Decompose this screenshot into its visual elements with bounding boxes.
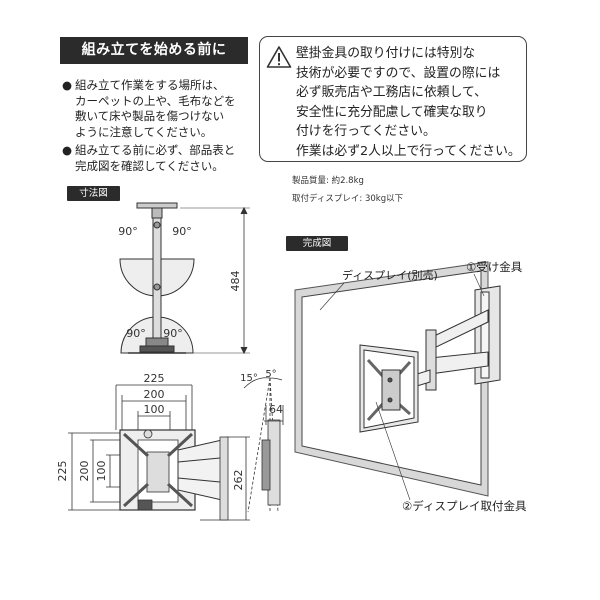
notes-list: ● 組み立て作業をする場所は、 カーペットの上や、毛布などを 敷いて床や製品を傷… [62, 78, 262, 177]
note-item: ● 組み立て作業をする場所は、 カーペットの上や、毛布などを 敷いて床や製品を傷… [62, 78, 262, 140]
bullet-icon: ● [62, 143, 73, 157]
part1-label: ①受け金具 [466, 260, 523, 274]
assembly-label: 完成図 [286, 236, 348, 251]
dimension-label: 寸法図 [67, 186, 120, 201]
note-text: 組み立て作業をする場所は、 カーペットの上や、毛布などを 敷いて床や製品を傷つけ… [75, 78, 236, 139]
display-label: ディスプレイ(別売) [342, 268, 438, 282]
angle-label: 90° [118, 225, 138, 238]
note-item: ● 組み立てる前に必ず、部品表と 完成図を確認してください。 [62, 143, 262, 174]
length-dimension: 484 [229, 271, 242, 292]
front-view-diagram [68, 384, 250, 521]
height-dimension: 262 [232, 470, 245, 491]
width-dimension: 225 [144, 372, 165, 385]
top-view-diagram [119, 202, 250, 355]
height-dimension: 225 [56, 461, 69, 482]
warning-text: 壁掛金具の取り付けには特別な 技術が必要ですので、設置の際には 必ず販売店や工務… [296, 46, 521, 159]
side-view-diagram [243, 377, 284, 513]
assembly-diagram [294, 261, 501, 501]
warning-icon [266, 46, 292, 68]
angle-label: 90° [163, 327, 183, 340]
height-dimension: 100 [95, 461, 108, 482]
warning-box: 壁掛金具の取り付けには特別な 技術が必要ですので、設置の際には 必ず販売店や工務… [259, 36, 527, 162]
width-dimension: 100 [144, 403, 165, 416]
spec-weight: 製品質量: 約2.8kg [292, 176, 364, 186]
spec-capacity: 取付ディスプレイ: 30kg以下 [292, 194, 404, 204]
part2-label: ②ディスプレイ取付金具 [402, 499, 527, 513]
bullet-icon: ● [62, 78, 73, 92]
angle-label: 90° [126, 327, 146, 340]
depth-dimension: 64 [269, 403, 283, 416]
section-title: 組み立てを始める前に [60, 37, 248, 64]
width-dimension: 200 [144, 388, 165, 401]
angle-label: 90° [172, 225, 192, 238]
tilt-up-angle: 15° [240, 373, 258, 384]
tilt-down-angle: 5° [265, 369, 276, 380]
height-dimension: 200 [78, 461, 91, 482]
note-text: 組み立てる前に必ず、部品表と 完成図を確認してください。 [75, 143, 236, 173]
spec-info: 製品質量: 約2.8kg 取付ディスプレイ: 30kg以下 [292, 172, 403, 208]
